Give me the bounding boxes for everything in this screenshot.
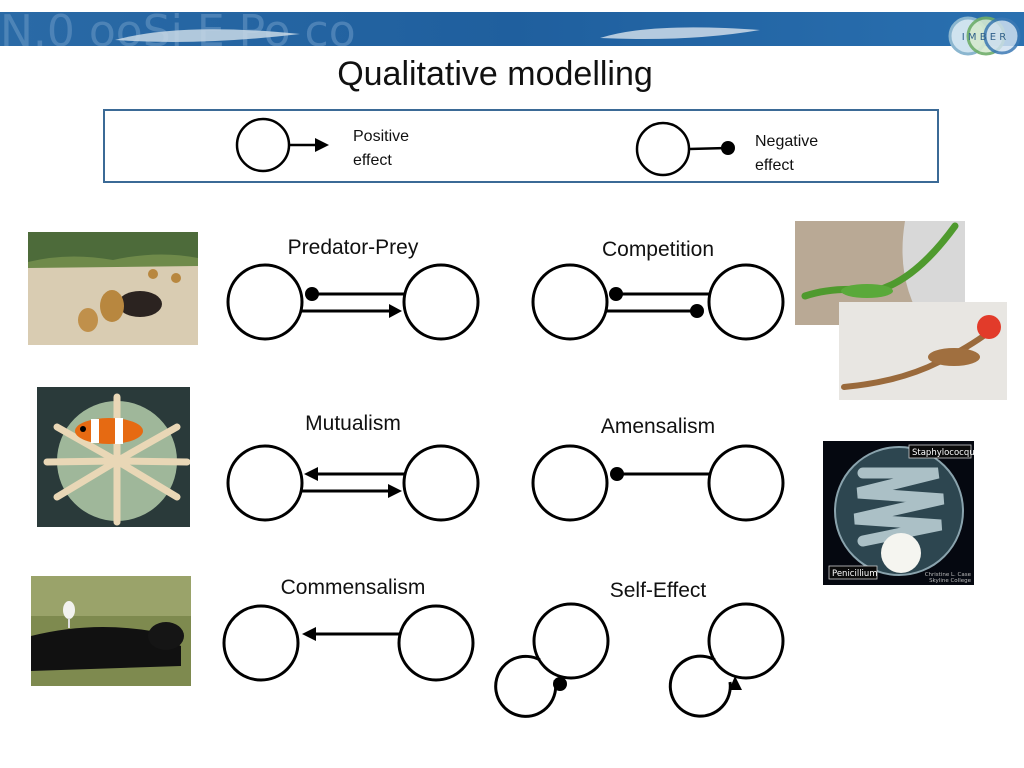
node-b bbox=[402, 444, 480, 522]
photo-lions-buffalo bbox=[28, 232, 198, 345]
photo-brown-lizard bbox=[839, 302, 1007, 400]
negative-dot-icon bbox=[690, 304, 704, 318]
legend-negative-label: Negative effect bbox=[755, 133, 819, 174]
diagram-commensalism bbox=[222, 604, 475, 682]
negative-dot-icon bbox=[610, 467, 624, 481]
legend-symbols bbox=[235, 117, 735, 177]
label-amensalism: Amensalism bbox=[600, 415, 716, 438]
petri-bottom-label: Penicillium bbox=[832, 569, 878, 579]
node-b bbox=[707, 263, 785, 341]
node-b bbox=[397, 604, 475, 682]
logo-text: I M B E R bbox=[962, 32, 1006, 43]
arrowhead-icon bbox=[302, 627, 316, 641]
label-commensalism: Commensalism bbox=[280, 576, 426, 599]
page-title: Qualitative modelling bbox=[337, 55, 653, 93]
label-mutualism: Mutualism bbox=[305, 412, 401, 435]
node-a bbox=[222, 604, 300, 682]
legend-positive-label: Positive effect bbox=[353, 128, 410, 169]
photo-egret-cow bbox=[31, 576, 191, 686]
negative-dot-icon bbox=[553, 677, 567, 691]
diagram-mutualism bbox=[226, 444, 480, 522]
node-b bbox=[707, 602, 785, 680]
node-b bbox=[707, 444, 785, 522]
node-a bbox=[226, 444, 304, 522]
arrowhead-icon bbox=[729, 676, 742, 690]
negative-dot-icon bbox=[609, 287, 623, 301]
label-competition: Competition bbox=[601, 238, 715, 261]
petri-credit: Christine L. Case Skyline College bbox=[924, 572, 971, 584]
photo-clownfish-anemone bbox=[37, 387, 190, 527]
petri-top-label: Staphylococque bbox=[912, 448, 974, 458]
label-predator-prey: Predator-Prey bbox=[287, 236, 419, 259]
diagram-amensalism bbox=[531, 444, 785, 522]
diagram-self-effect bbox=[532, 602, 785, 680]
arrowhead-icon bbox=[389, 304, 402, 318]
node-a bbox=[531, 444, 609, 522]
node-b bbox=[402, 263, 480, 341]
node-a bbox=[532, 602, 610, 680]
header-banner: N.0 ooSi E Po co bbox=[0, 12, 1024, 46]
dot-end-icon bbox=[721, 141, 735, 155]
arrowhead-icon bbox=[315, 138, 329, 152]
imber-logo: I M B E R bbox=[946, 14, 1022, 56]
arrowhead-icon bbox=[388, 484, 402, 498]
label-self-effect: Self-Effect bbox=[609, 579, 707, 602]
arrowhead-icon bbox=[304, 467, 318, 481]
diagram-competition bbox=[531, 263, 785, 341]
diagram-predator-prey bbox=[226, 263, 480, 341]
node-a bbox=[226, 263, 304, 341]
legend-box: Positive effect Negative effect bbox=[103, 109, 939, 183]
node-a bbox=[531, 263, 609, 341]
negative-dot-icon bbox=[305, 287, 319, 301]
photo-petri-dish: Staphylococque Penicillium Christine L. … bbox=[823, 441, 974, 585]
